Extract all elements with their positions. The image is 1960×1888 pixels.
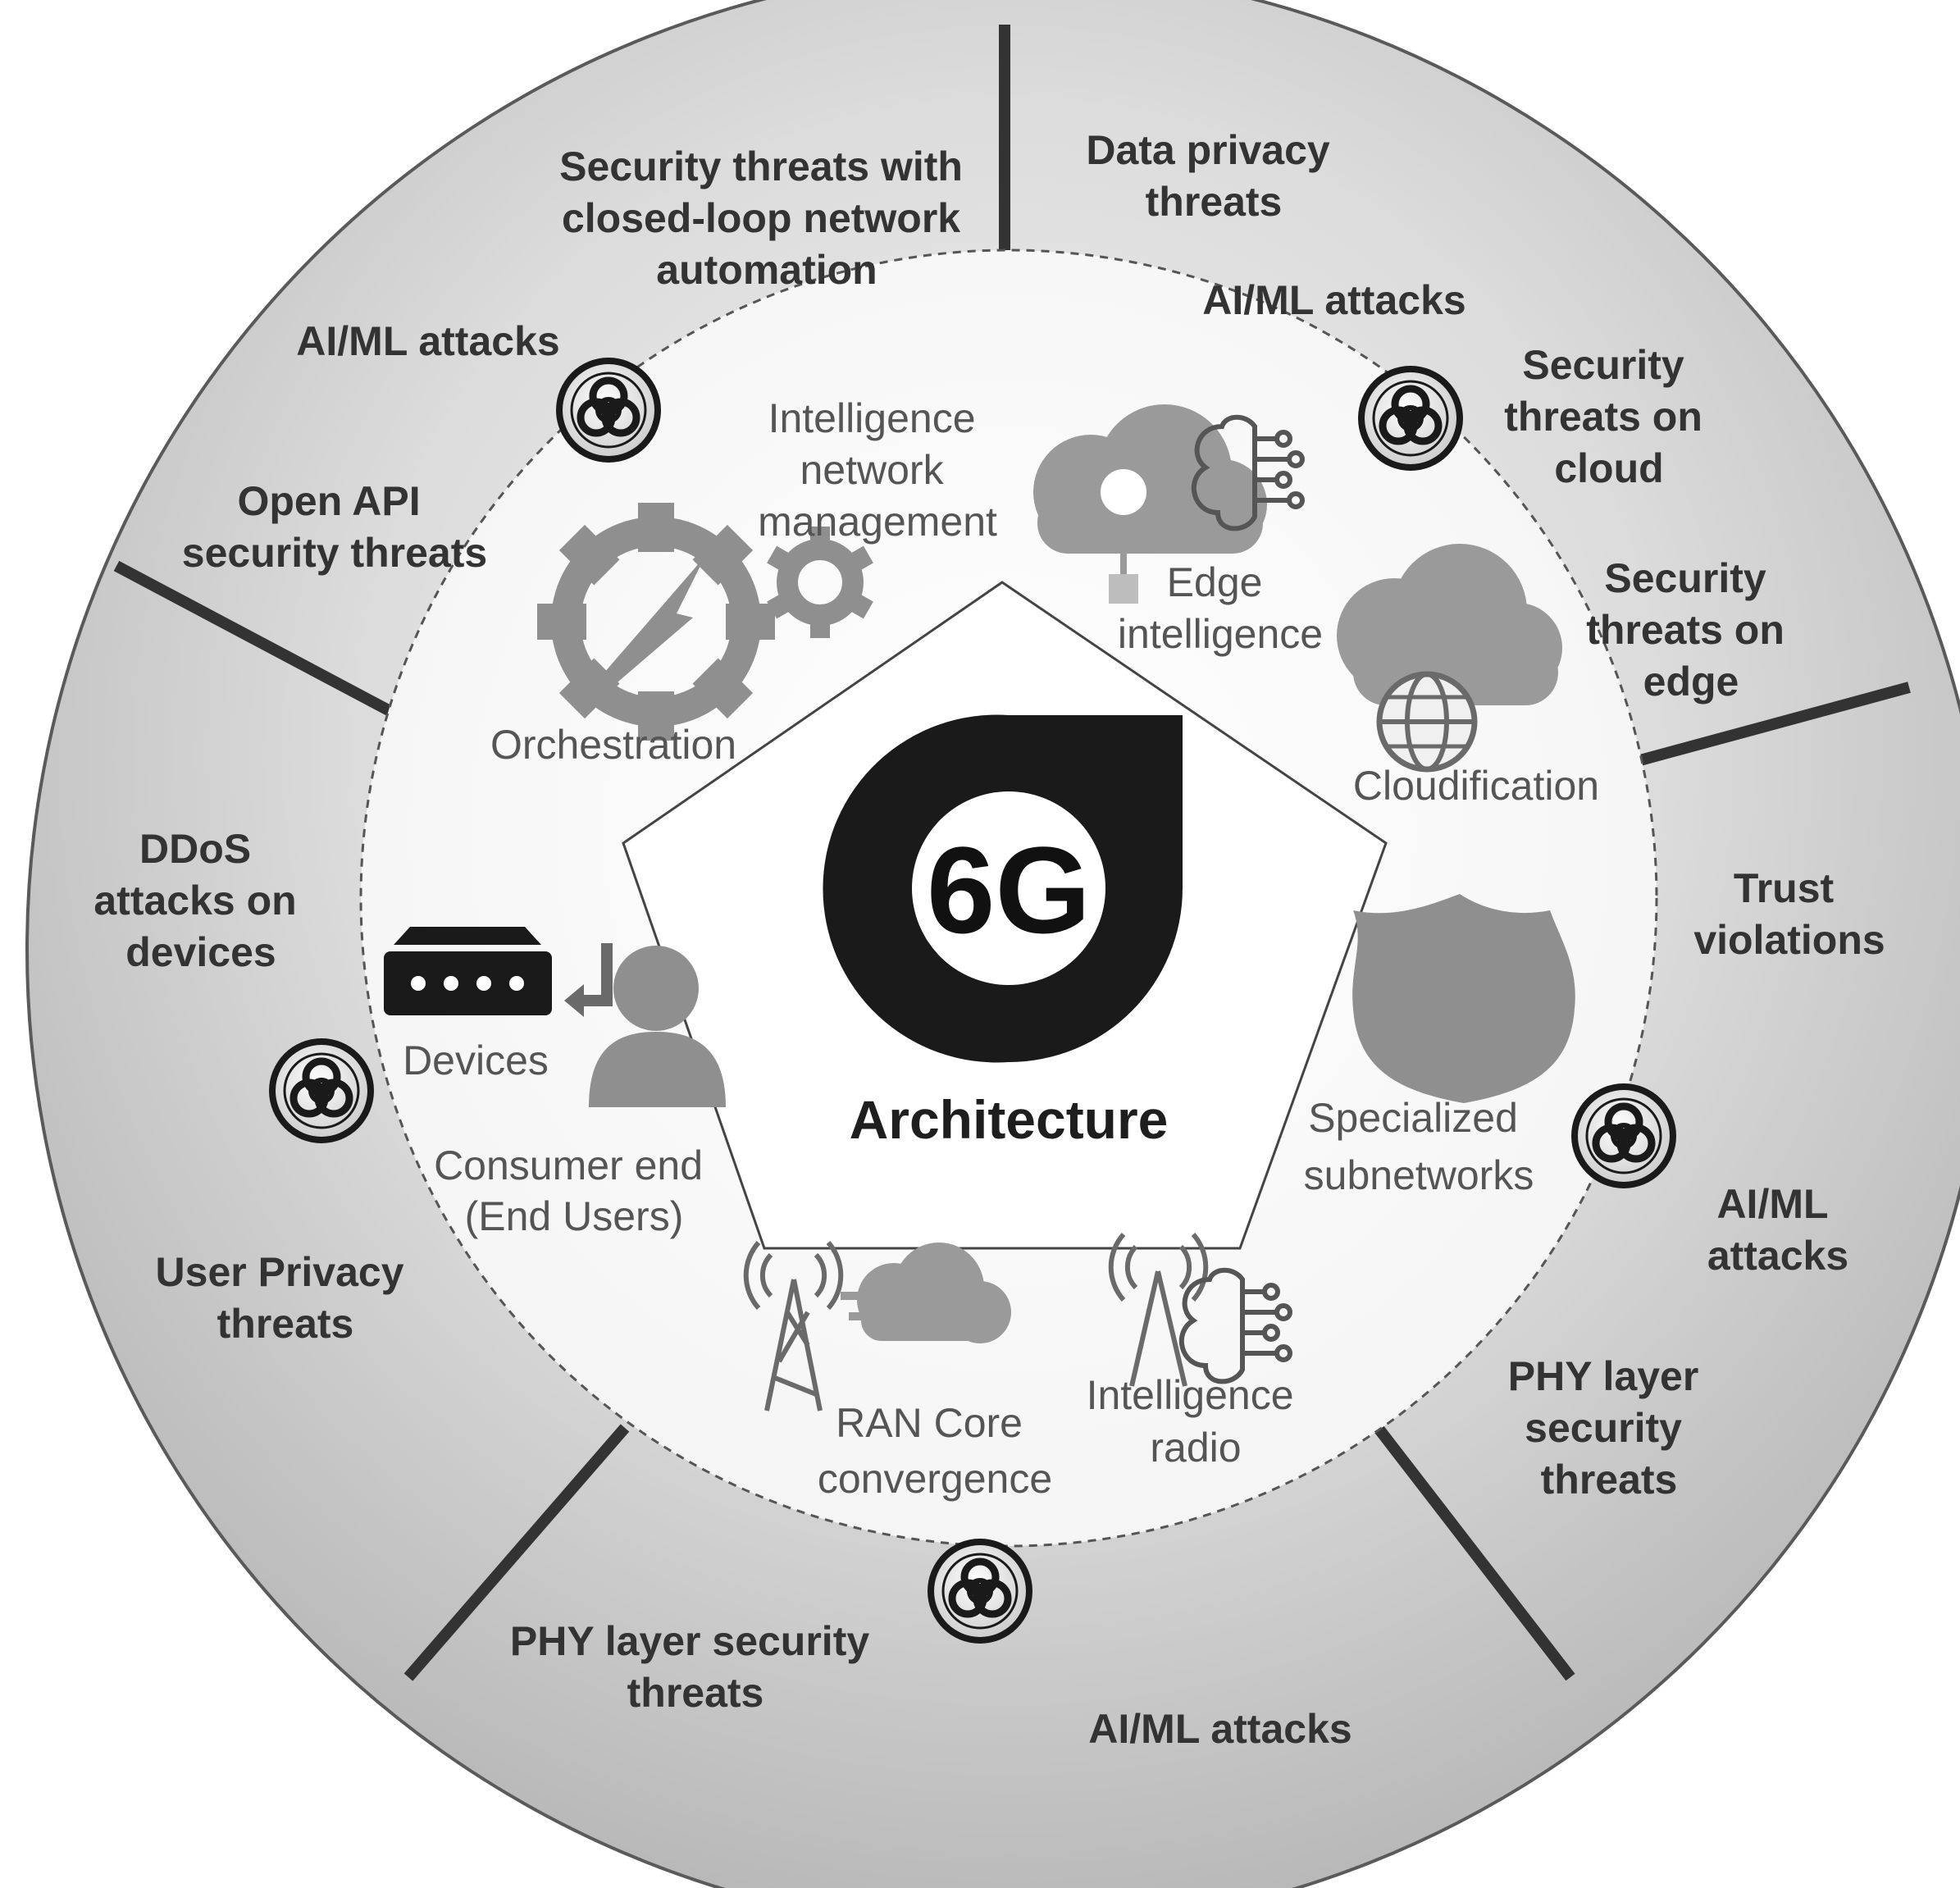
6g-logo: 6G [823, 714, 1183, 1063]
threat-aiml-top-right: AI/ML attacks [1202, 277, 1465, 323]
router-icon [384, 927, 552, 1015]
threat-aiml-top-left: AI/ML attacks [296, 318, 559, 364]
label-edge-intelligence: Edge intelligence [1118, 559, 1323, 657]
label-consumer-end: Consumer end (End Users) [434, 1142, 714, 1239]
arrow-icon [574, 943, 613, 1006]
shield-icon [1352, 894, 1575, 1103]
label-intelligence-radio: Intelligence radio [1087, 1372, 1306, 1471]
antenna-icon [743, 1241, 844, 1411]
threat-ddos: DDoS attacks on devices [93, 826, 308, 975]
user-icon [589, 946, 726, 1107]
threat-cloud: Security threats on cloud [1504, 342, 1714, 491]
threat-aiml-bottom: AI/ML attacks [1088, 1706, 1351, 1752]
threat-data-privacy: Data privacy threats [1086, 127, 1341, 225]
threat-open-api: Open API security threats [182, 478, 487, 576]
biohazard-icon [269, 1038, 374, 1143]
threat-trust: Trust violations [1693, 865, 1885, 963]
label-intelligence-network-management: Intelligence network management [758, 395, 997, 545]
biohazard-icon [556, 358, 661, 463]
label-specialized-subnetworks: Specialized subnetworks [1304, 1095, 1534, 1198]
ran-cloud-icon [841, 1243, 1011, 1343]
label-devices: Devices [403, 1037, 549, 1083]
biohazard-icon [1358, 366, 1463, 471]
threat-phy-bottom: PHY layer security threats [510, 1618, 881, 1716]
label-cloudification: Cloudification [1353, 763, 1599, 809]
sector-dividers [113, 25, 1911, 1681]
threat-closed-loop: Security threats with closed-loop networ… [559, 144, 974, 293]
globe-icon [1337, 544, 1562, 773]
center-title: Architecture [850, 1089, 1169, 1150]
gear-icon [537, 503, 873, 741]
threat-phy-right: PHY layer security threats [1508, 1353, 1710, 1503]
biohazard-icon [928, 1539, 1032, 1644]
logo-text: 6G [927, 821, 1091, 959]
label-orchestration: Orchestration [490, 722, 736, 768]
radio-brain-icon [1178, 1267, 1292, 1384]
threat-user-privacy: User Privacy threats [156, 1249, 416, 1347]
label-ran-core: RAN Core convergence [818, 1400, 1052, 1502]
brain-circuit-icon [1191, 414, 1305, 531]
threat-aiml-right: AI/ML attacks [1707, 1181, 1848, 1279]
threat-edge: Security threats on edge [1586, 555, 1796, 705]
arrow-head-icon [564, 984, 584, 1017]
radio-antenna-icon [1108, 1233, 1209, 1387]
biohazard-icon [1571, 1083, 1676, 1188]
